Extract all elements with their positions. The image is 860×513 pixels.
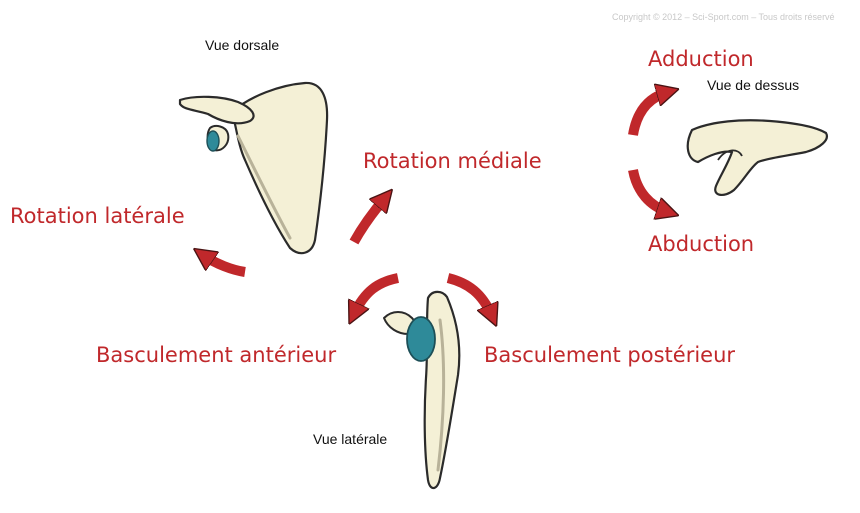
lateral-rotation-arrow — [203, 255, 245, 272]
copyright-notice: Copyright © 2012 – Sci-Sport.com – Tous … — [612, 13, 835, 22]
label-medial-rotation: Rotation médiale — [363, 151, 542, 172]
label-lateral-rotation: Rotation latérale — [10, 206, 185, 227]
scapula-dorsal-view — [180, 83, 327, 253]
label-anterior-tilt: Basculement antérieur — [96, 345, 336, 366]
adduction-arrow — [633, 92, 668, 135]
posterior-tilt-arrow — [448, 278, 492, 316]
view-label-lateral: Vue latérale — [313, 432, 387, 446]
medial-rotation-arrow — [354, 198, 385, 242]
label-posterior-tilt: Basculement postérieur — [484, 345, 735, 366]
scapula-top-view — [688, 120, 827, 195]
abduction-arrow — [633, 170, 668, 212]
label-adduction: Adduction — [648, 49, 754, 70]
scapula-lateral-view — [384, 292, 459, 488]
anterior-tilt-arrow — [354, 278, 398, 314]
view-label-dorsal: Vue dorsale — [205, 38, 279, 52]
view-label-top: Vue de dessus — [707, 78, 799, 92]
label-abduction: Abduction — [648, 234, 754, 255]
